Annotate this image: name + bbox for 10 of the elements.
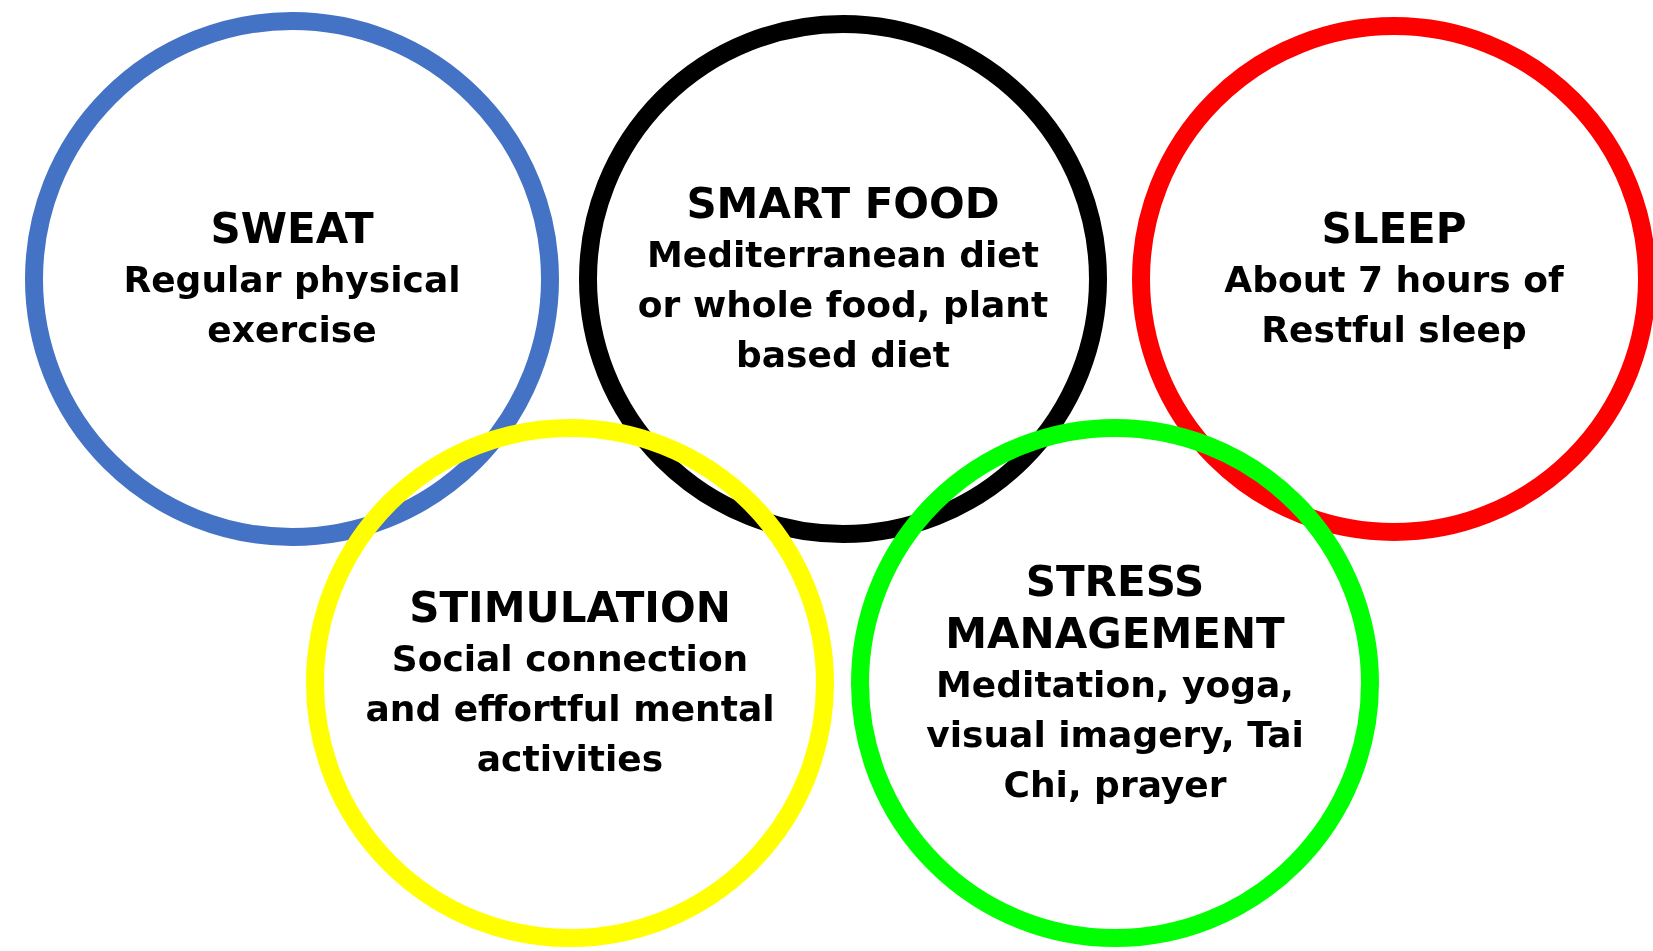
ring-heading: SWEAT bbox=[210, 203, 374, 255]
ring-description: About 7 hours of Restful sleep bbox=[1223, 258, 1565, 352]
ring-description: Regular physical exercise bbox=[122, 258, 462, 352]
ring-heading: SLEEP bbox=[1321, 203, 1467, 255]
ring-heading: SMART FOOD bbox=[686, 178, 1000, 230]
ring-description: Meditation, yoga, visual imagery, Tai Chi, prayer bbox=[925, 663, 1305, 807]
ring-description: Social connection and effortful mental activities bbox=[364, 637, 776, 781]
ring-description: Mediterranean diet or whole food, plant based diet bbox=[636, 233, 1050, 377]
ring-heading: STIMULATION bbox=[409, 582, 731, 634]
ring-heading: STRESS MANAGEMENT bbox=[944, 556, 1286, 660]
